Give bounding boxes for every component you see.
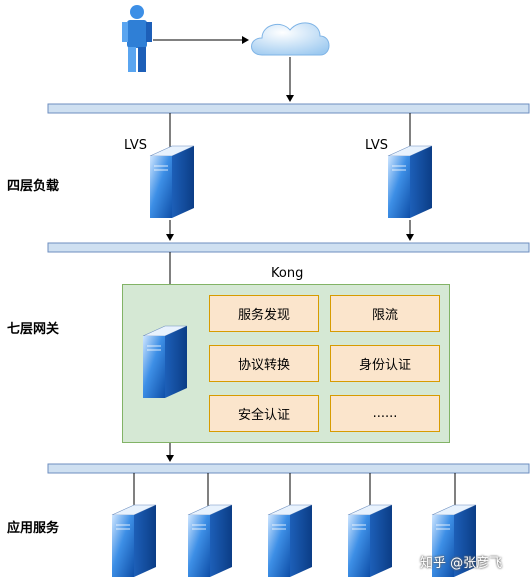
layer-label-app: 应用服务: [7, 521, 60, 536]
lvs-left-server-icon: [149, 145, 195, 219]
cloud-icon: [251, 22, 330, 56]
app-server-3-icon: [267, 504, 313, 578]
kong-title: Kong: [271, 266, 304, 281]
lvs-left-label: LVS: [124, 138, 147, 153]
layer-label-l7: 七层网关: [7, 322, 60, 337]
app-server-1-icon: [111, 504, 157, 578]
network-bus-middle: [47, 242, 530, 253]
feature-rate-limit: 限流: [330, 295, 440, 332]
lvs-right-server-icon: [387, 145, 433, 219]
kong-server-icon: [142, 325, 188, 399]
network-bus-bottom: [47, 463, 530, 474]
watermark: 知乎 @张彦飞: [420, 556, 503, 571]
feature-protocol-conversion: 协议转换: [209, 345, 319, 382]
feature-security-auth: 安全认证: [209, 395, 319, 432]
lvs-right-label: LVS: [365, 138, 388, 153]
app-server-2-icon: [187, 504, 233, 578]
feature-authentication: 身份认证: [330, 345, 440, 382]
network-bus-top: [47, 103, 530, 114]
user-icon: [122, 5, 152, 72]
feature-service-discovery: 服务发现: [209, 295, 319, 332]
feature-more: ......: [330, 395, 440, 432]
app-server-4-icon: [347, 504, 393, 578]
layer-label-l4: 四层负载: [7, 179, 60, 194]
